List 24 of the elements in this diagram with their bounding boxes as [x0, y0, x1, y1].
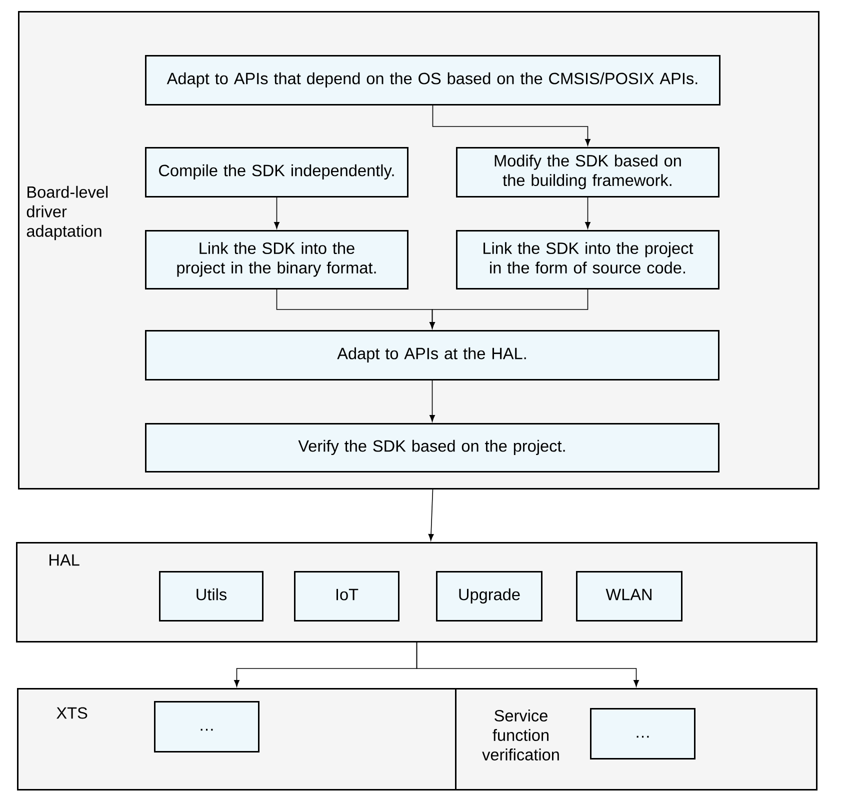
module-box: Utils — [159, 571, 264, 622]
process-box: Modify the SDK based on the building framework. — [456, 147, 720, 198]
process-box: Verify the SDK based on the project. — [145, 423, 720, 472]
arrow — [274, 197, 280, 229]
panel-heading: Service function verification — [482, 710, 559, 760]
arrow — [585, 197, 590, 229]
arrow — [416, 642, 639, 687]
arrow — [430, 380, 435, 422]
process-box: Adapt to APIs at the HAL. — [145, 330, 720, 380]
module-box: WLAN — [576, 571, 682, 622]
module-box: IoT — [294, 571, 400, 622]
process-box: Link the SDK into the project in the form of source code. — [456, 230, 720, 290]
process-box: Compile the SDK independently. — [145, 147, 408, 198]
arrow — [428, 489, 434, 541]
module-box: Upgrade — [436, 571, 542, 622]
panel-heading: HAL — [50, 554, 80, 566]
placeholder-box: … — [590, 708, 696, 760]
process-box: Adapt to APIs that depend on the OS based on the CMSIS/POSIX APIs. — [145, 55, 720, 106]
panel-heading: XTS — [56, 707, 88, 719]
panel-heading: Board-level driver adaptation — [26, 186, 108, 240]
arrow — [432, 105, 590, 146]
placeholder-box: … — [154, 701, 260, 752]
process-box: Link the SDK into the project in the binary format. — [145, 230, 408, 290]
arrow — [430, 289, 588, 329]
